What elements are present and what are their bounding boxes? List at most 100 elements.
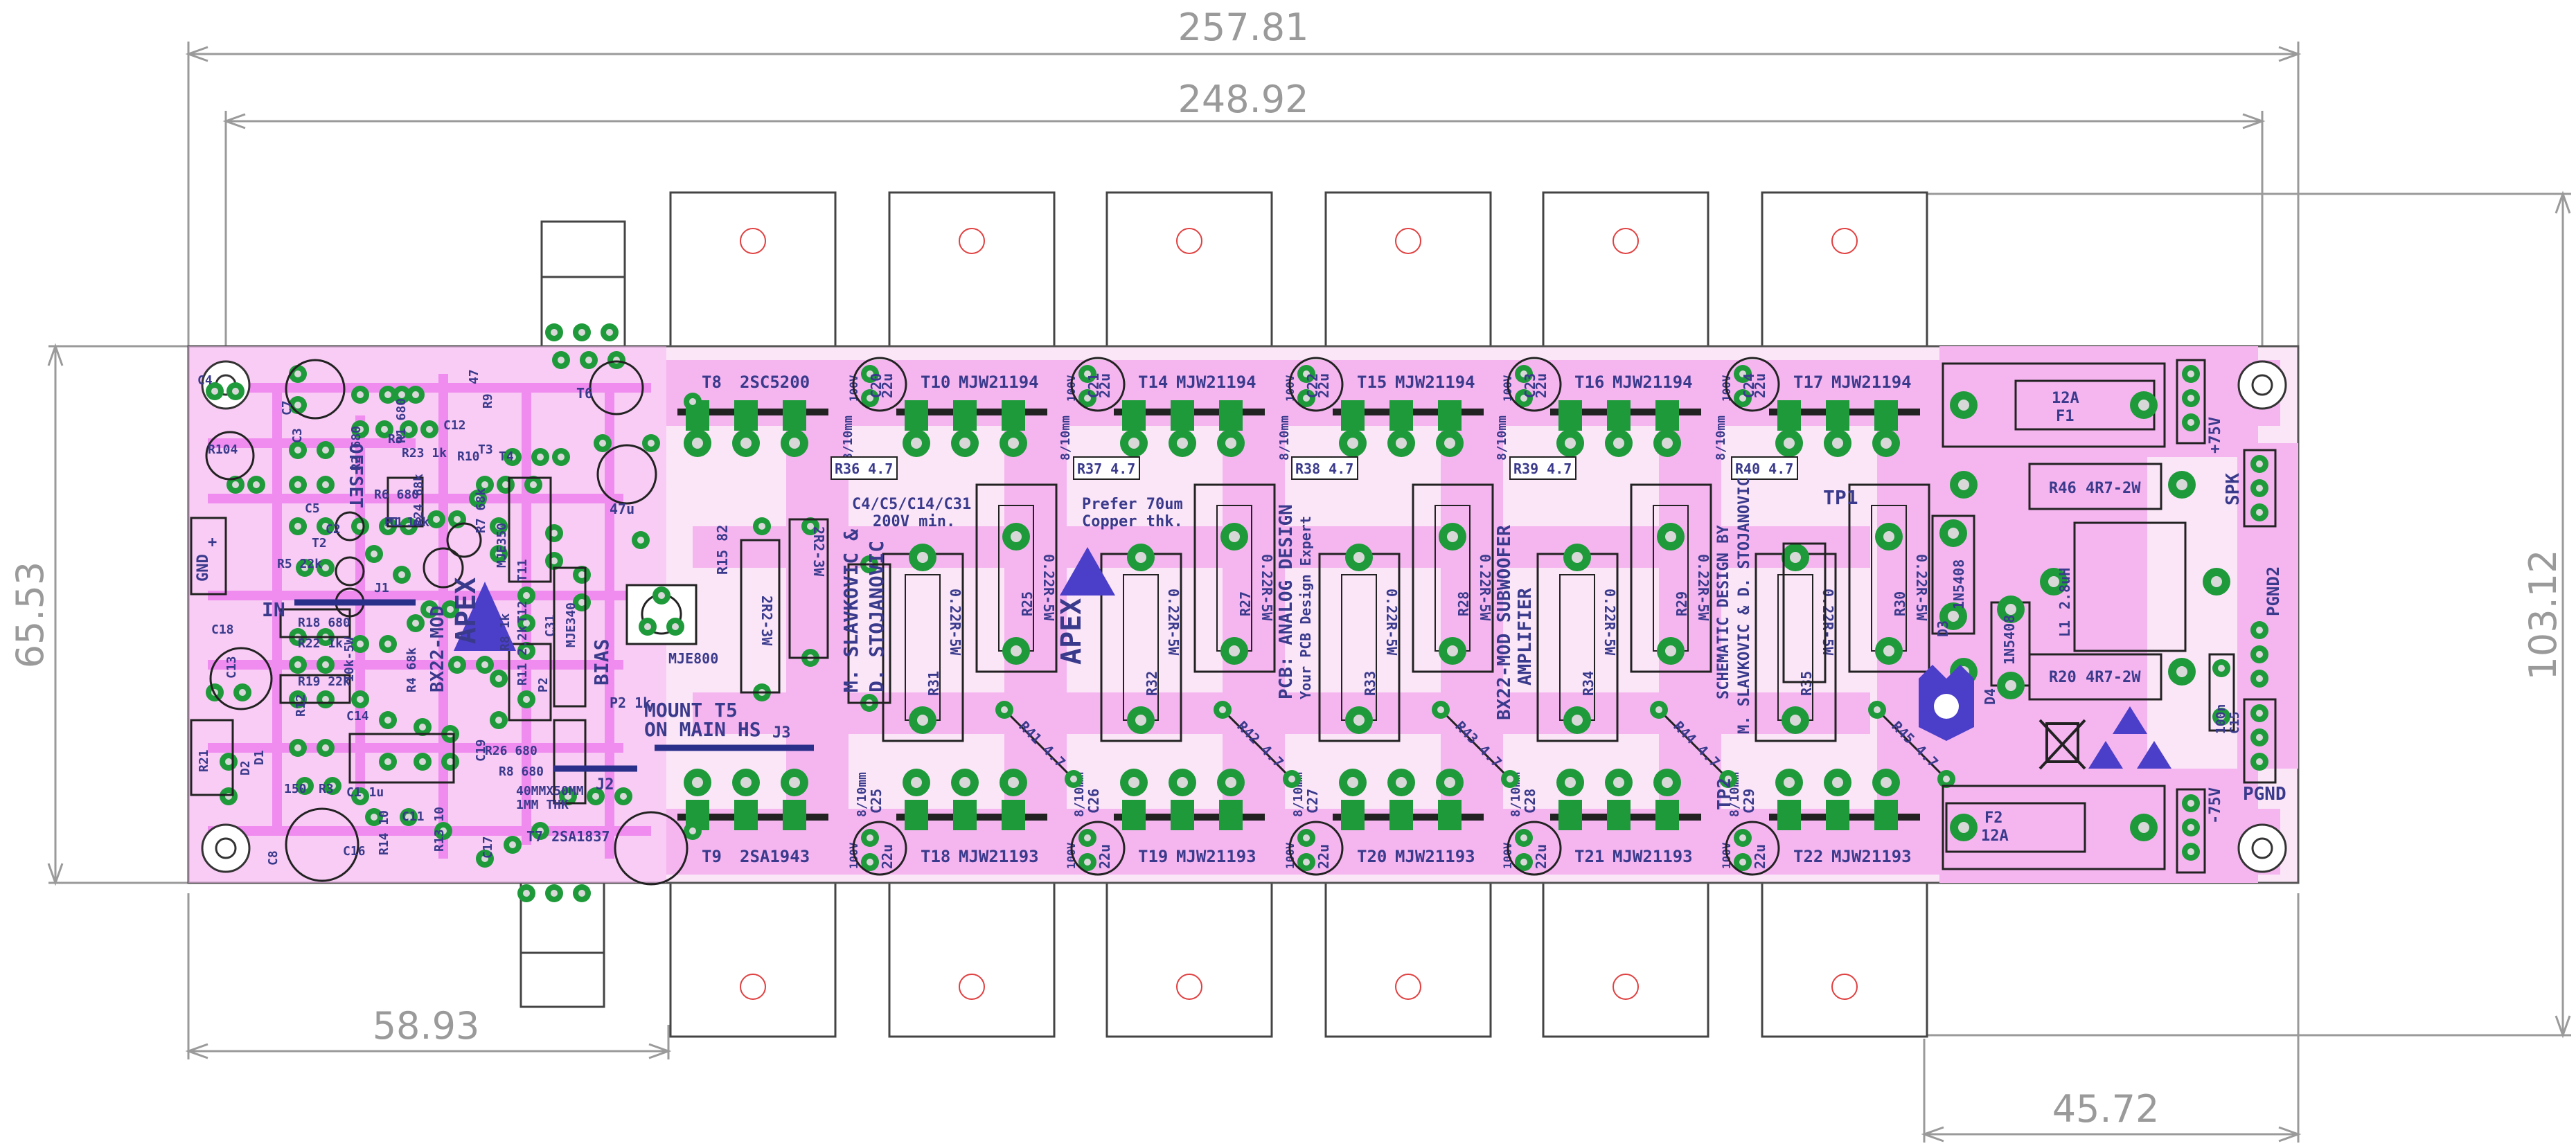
pad (1000, 769, 1027, 796)
resistor-value: 0.22R-5W (1695, 554, 1712, 621)
jumper-wires (294, 599, 814, 772)
pad (289, 476, 307, 494)
component-label: R10 (457, 449, 480, 464)
component-label: C7 (280, 400, 294, 415)
pad (517, 690, 535, 708)
component-label: C16 (343, 844, 366, 859)
cap-size: 8/10mm (1058, 415, 1073, 460)
weee-bin-icon (2038, 719, 2086, 770)
pad (1875, 523, 1903, 550)
tab-hole (1613, 974, 1639, 1000)
tab-hole (1176, 228, 1202, 254)
mount-label: MOUNT T5 (644, 699, 738, 722)
component-label: MJE340 (564, 602, 578, 647)
pad (379, 711, 397, 729)
pad (1439, 523, 1466, 550)
transistor-ref: T15 (1357, 373, 1387, 392)
r46-label: R46 4R7-2W (2049, 480, 2141, 497)
cap-ref: C28 (1522, 789, 1538, 814)
copper-note-2: Copper thk. (1082, 513, 1183, 530)
pad (351, 386, 369, 404)
pad (580, 351, 598, 369)
tab-hole (1395, 974, 1421, 1000)
cap-ref: C21 (1085, 373, 1102, 398)
component-label: R21 (197, 749, 211, 772)
cap-ref: C24 (1741, 373, 1757, 398)
component-label: C11 (402, 809, 425, 824)
transistor-lead (1558, 800, 1582, 830)
transistor-lead (1874, 400, 1898, 431)
cap-value: 22u (1533, 373, 1549, 398)
transistor-lead (1341, 800, 1365, 830)
transistor-lead (1826, 800, 1849, 830)
component-label: T4 (499, 449, 514, 464)
transistor-lead (953, 400, 977, 431)
tab-hole (1613, 228, 1639, 254)
base-resistor-label: R40 4.7 (1735, 460, 1793, 477)
transistor-lead (1558, 400, 1582, 431)
transistor-lead (1389, 400, 1413, 431)
transistor-part: MJW21194 (1395, 373, 1475, 392)
component-label: R13 10 (432, 807, 447, 852)
pad (1169, 769, 1196, 796)
pad (317, 690, 335, 708)
transistor-part: MJW21194 (1831, 373, 1912, 392)
bias-label: BIAS (590, 639, 613, 686)
component-label: R6 680 (374, 487, 419, 502)
transistor-part: MJW21194 (1613, 373, 1693, 392)
component-label: R7 68k (474, 488, 488, 533)
pad (1339, 429, 1367, 457)
component-label: C14 (346, 709, 369, 724)
pad (1775, 429, 1803, 457)
pad (1214, 701, 1232, 719)
transistor-part: MJW21193 (1176, 847, 1256, 866)
vneg-label: -75V (2207, 787, 2224, 824)
pad (1556, 769, 1584, 796)
pad (1824, 429, 1851, 457)
cap-value: 22u (879, 844, 896, 869)
pad (1432, 701, 1450, 719)
dim-total-width: 257.81 (1178, 6, 1309, 49)
component-label: R23 1k (402, 446, 447, 460)
pad (1563, 544, 1591, 571)
transistor-lead (1777, 400, 1801, 431)
resistor-ref: R29 (1673, 591, 1690, 616)
pad (1169, 429, 1196, 457)
resistor-value: 0.22R-5W (1165, 589, 1182, 656)
base-resistor (1225, 712, 1290, 777)
gnd-label: GND (195, 554, 212, 582)
component-label: T3 (478, 442, 493, 457)
pad (1501, 770, 1519, 788)
transistor-ref: T19 (1138, 847, 1168, 866)
pad (684, 393, 702, 411)
component-label: MJE350 (495, 523, 509, 568)
transistor-lead (1826, 400, 1849, 431)
cap-value: 22u (1533, 844, 1549, 869)
pad (379, 635, 397, 653)
resistor-ref: R32 (1144, 671, 1160, 696)
r17-label: 2R2-3W (758, 596, 775, 646)
pad (1217, 429, 1245, 457)
pad (233, 683, 251, 701)
pad (393, 566, 411, 584)
cap-ref: C27 (1304, 789, 1321, 814)
transistor-lead (1171, 400, 1194, 431)
transistor-lead (953, 800, 977, 830)
pad (1387, 429, 1415, 457)
apex-logo-text-left: APEX (450, 578, 482, 644)
pad (1605, 429, 1633, 457)
pad (1605, 769, 1633, 796)
pad (247, 476, 265, 494)
pad (1217, 769, 1245, 796)
pad (1345, 706, 1373, 734)
pad (1556, 429, 1584, 457)
pad (1782, 706, 1809, 734)
transistor-part: MJW21193 (959, 847, 1039, 866)
pad (220, 753, 238, 771)
p2-label: P2 1k (610, 695, 651, 711)
resistor-ref: R25 (1019, 591, 1036, 616)
transistor-lead (783, 800, 806, 830)
transistor-part: MJW21194 (1176, 373, 1256, 392)
